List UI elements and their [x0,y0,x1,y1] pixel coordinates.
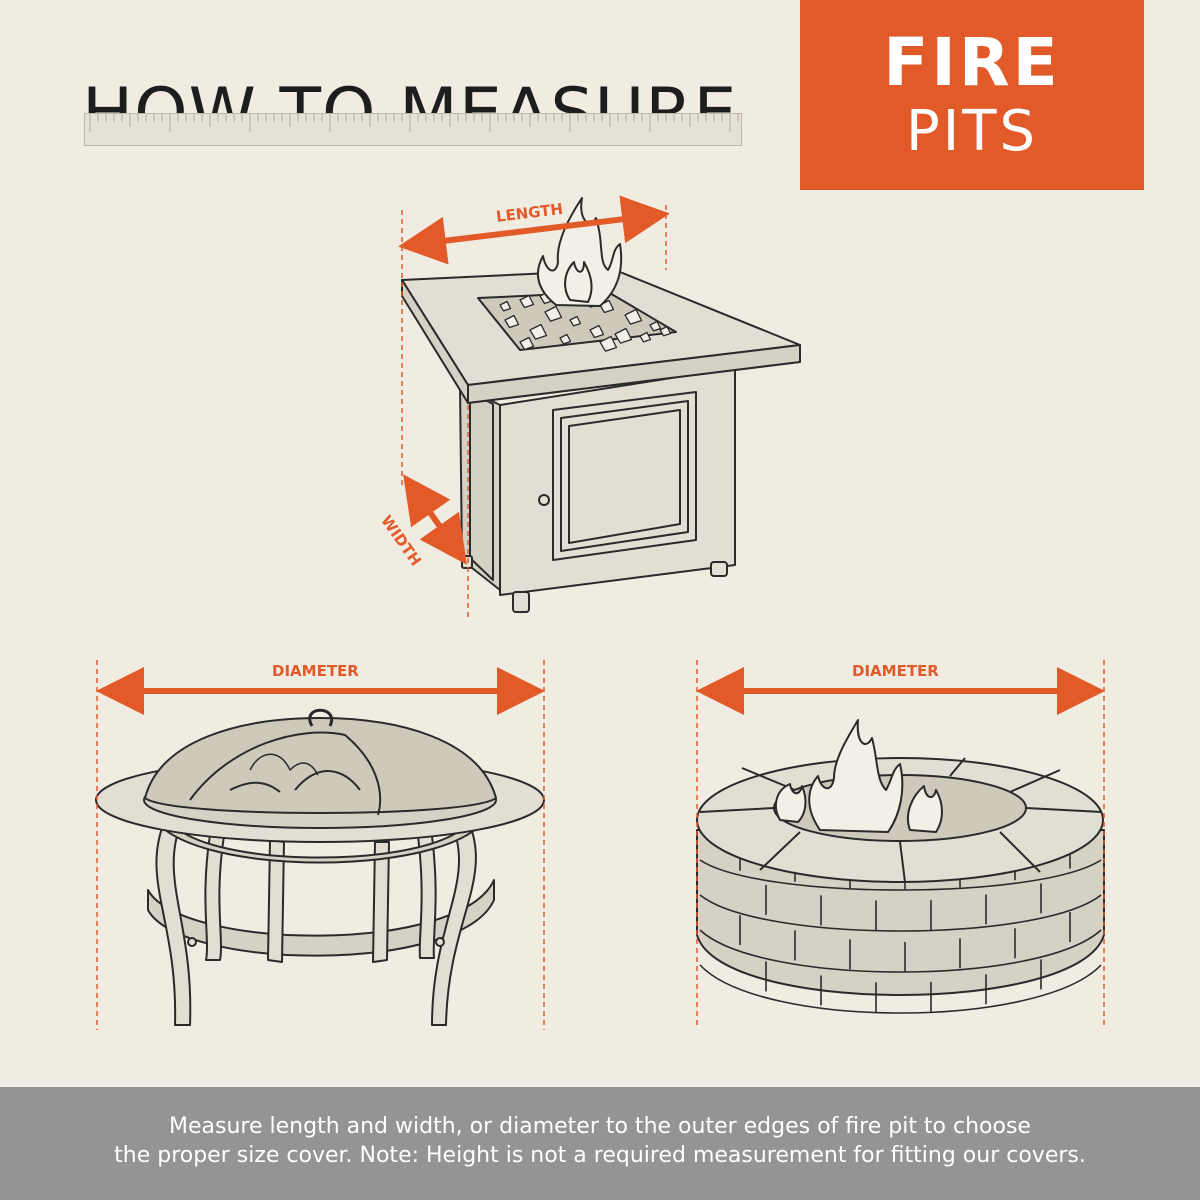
fire-pits-badge: FIRE PITS [800,0,1144,190]
glass-chip [519,336,535,351]
bowl-dimension-guides [96,660,545,1030]
footer-line-1: Measure length and width, or diameter to… [169,1114,1031,1139]
stone-course-line [699,859,1102,891]
stone-dimension-guides [696,660,1105,1028]
glass-chip [529,323,548,340]
bowl-diameter-label: DIAMETER [272,662,359,680]
stone-fire-pit [696,719,1105,1014]
glass-chip [589,324,605,339]
glass-chip [569,315,582,327]
stone-course-line [699,964,1102,1014]
footer-note: Measure length and width, or diameter to… [0,1087,1200,1200]
bowl-fire-pit [95,708,545,1026]
stone-diameter-label: DIAMETER [852,662,939,680]
glass-chip [599,335,618,352]
glass-chip [614,327,633,344]
glass-chip [649,320,662,332]
illustrations [95,195,1105,1030]
glass-chip [504,314,520,329]
glass-chip [519,294,535,309]
footer-line-2: the proper size cover. Note: Height is n… [114,1143,1086,1168]
glass-chip [559,333,572,345]
stone-course-line [699,894,1102,932]
square-dimension-guides [398,195,670,620]
width-arrow [403,474,467,565]
ruler-graphic [84,113,742,146]
glass-chip [544,305,563,322]
glass-chip [624,308,643,325]
glass-chip [639,331,652,343]
glass-chip [659,325,672,337]
glass-chip [499,300,512,312]
badge-line-2: PITS [905,99,1039,164]
length-arrow [398,195,670,265]
badge-line-1: FIRE [883,24,1061,101]
stone-course-line [699,929,1102,973]
square-fire-table [401,197,801,613]
